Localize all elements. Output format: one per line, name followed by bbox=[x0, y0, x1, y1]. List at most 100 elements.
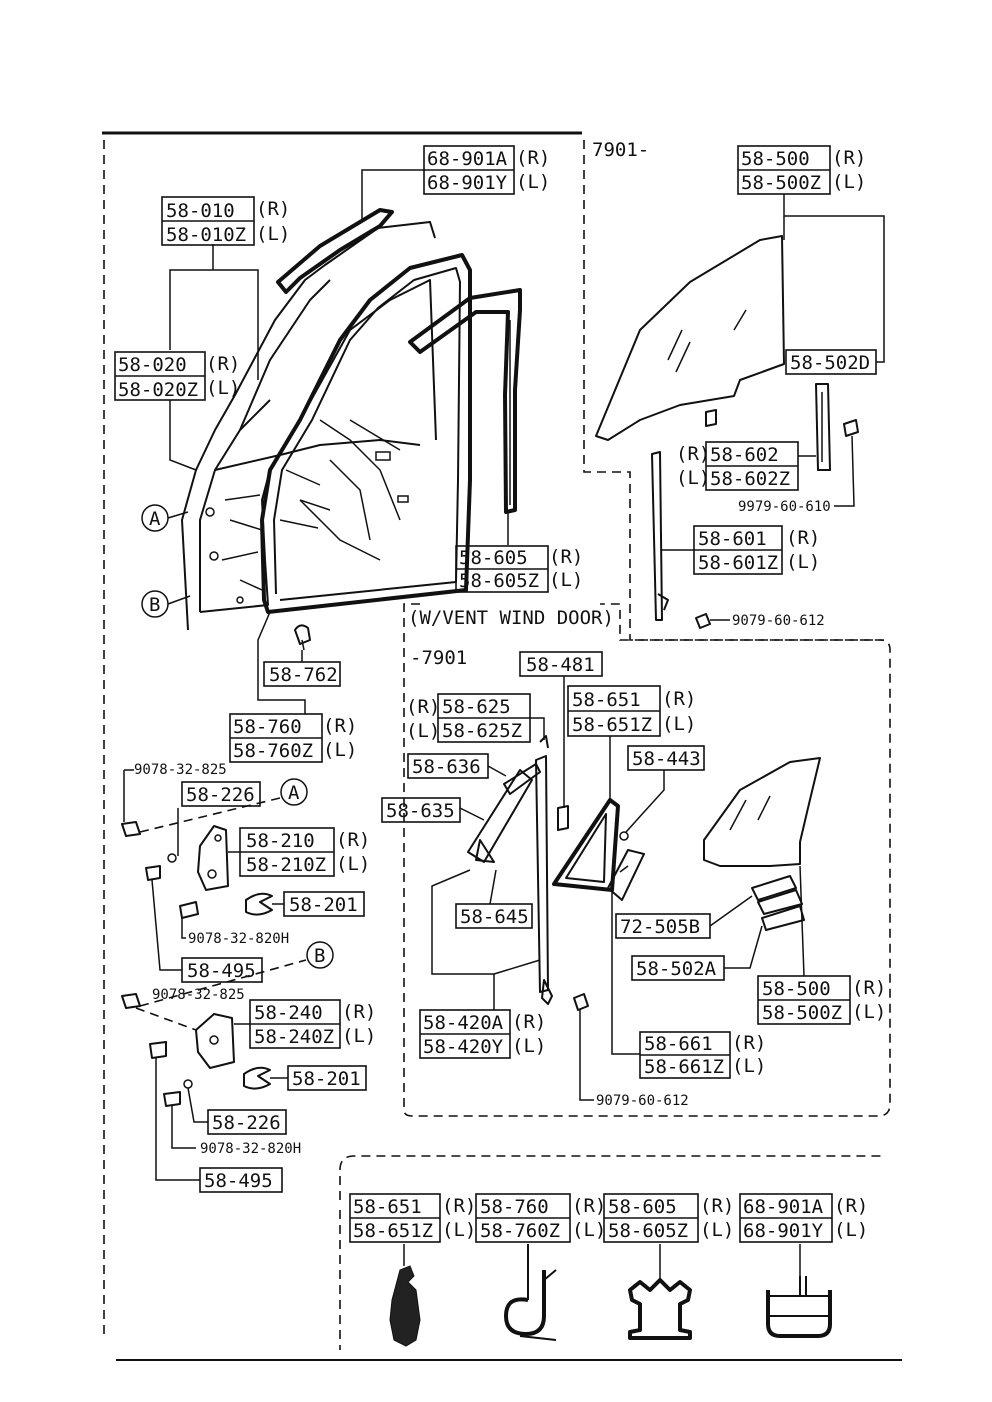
vent-glass-l: (L) bbox=[852, 1001, 886, 1023]
vent-glass-frame-lh: 58-661Z bbox=[644, 1056, 724, 1078]
hinge-upper-r: (R) bbox=[336, 829, 370, 851]
door-outer-r: (R) bbox=[256, 198, 290, 220]
leader-lower-hinge bbox=[139, 959, 307, 1007]
glass-run-rh: 58-605 bbox=[459, 547, 528, 569]
cover-lower: 58-201 bbox=[292, 1068, 361, 1090]
glass-lh: 58-500Z bbox=[741, 172, 821, 194]
leader-door-inner bbox=[169, 400, 197, 471]
sec-3-rh: 58-605 bbox=[608, 1196, 677, 1218]
section-3-profile bbox=[628, 1244, 692, 1340]
door-outer-l: (L) bbox=[256, 223, 290, 245]
vent-part-443: 58-443 bbox=[632, 748, 701, 770]
sec-1-r: (R) bbox=[442, 1195, 476, 1217]
pin-lower: 58-495 bbox=[204, 1170, 273, 1192]
door-inner-l: (L) bbox=[206, 377, 240, 399]
sec-3-r: (R) bbox=[700, 1195, 734, 1217]
washer-upper: 58-226 bbox=[186, 784, 255, 806]
sash-screw: 9079-60-612 bbox=[732, 613, 825, 629]
sec-3-l: (L) bbox=[700, 1219, 734, 1241]
glass-r: (R) bbox=[832, 147, 866, 169]
sec-4-r: (R) bbox=[834, 1195, 868, 1217]
vent-title: (W/VENT WIND DOOR) bbox=[408, 607, 614, 629]
vent-glass-frame-l: (L) bbox=[732, 1055, 766, 1077]
sec-1-rh: 58-651 bbox=[353, 1196, 422, 1218]
door-outer-rh: 58-010 bbox=[166, 200, 235, 222]
glass-run-l: (L) bbox=[549, 569, 583, 591]
leader-vent-443 bbox=[625, 770, 665, 833]
weatherstrip-l: (L) bbox=[323, 739, 357, 761]
channel-r-tag: (R) bbox=[676, 443, 710, 465]
cover-upper: 58-201 bbox=[289, 894, 358, 916]
run-channel-l: (L) bbox=[516, 171, 550, 193]
leader-lower-pin bbox=[155, 1058, 200, 1181]
vent-frame-r: (R) bbox=[662, 688, 696, 710]
leader-upper-bolt-h bbox=[181, 916, 186, 939]
glass-bracket: 58-502D bbox=[790, 352, 870, 374]
hinge-lower-lh: 58-240Z bbox=[254, 1026, 334, 1048]
glass-run-r: (R) bbox=[549, 546, 583, 568]
channel-lh: 58-602Z bbox=[710, 468, 790, 490]
marker-b: B bbox=[149, 594, 160, 616]
vent-part-635: 58-635 bbox=[386, 800, 455, 822]
leader-b bbox=[167, 595, 191, 605]
leader-vent-glass bbox=[799, 865, 805, 977]
bolt-lower-h: 9078-32-820H bbox=[200, 1141, 301, 1157]
run-channel-lh: 68-901Y bbox=[427, 172, 508, 194]
leader-lower-bolt-h bbox=[171, 1106, 196, 1149]
section-2-profile bbox=[504, 1244, 557, 1341]
sash-rh: 58-601 bbox=[698, 528, 767, 550]
sec-1-lh: 58-651Z bbox=[353, 1220, 433, 1242]
channel-screw: 9979-60-610 bbox=[738, 499, 831, 515]
glass-run-lh: 58-605Z bbox=[459, 570, 539, 592]
vent-seal-l-tag: (L) bbox=[406, 720, 440, 742]
vent-glass-frame-rh: 58-661 bbox=[644, 1033, 713, 1055]
leader-division bbox=[431, 869, 541, 1010]
hinge-upper-l: (L) bbox=[336, 853, 370, 875]
vent-glass-r: (R) bbox=[852, 977, 886, 999]
glass-l: (L) bbox=[832, 171, 866, 193]
leader-channel-screw bbox=[834, 435, 855, 507]
leader-door-outer bbox=[169, 244, 259, 380]
vent-part-505b: 72-505B bbox=[620, 916, 700, 938]
door-inner-r: (R) bbox=[206, 353, 240, 375]
upper-hinge-drawing bbox=[121, 770, 273, 919]
marker-a: A bbox=[149, 508, 161, 530]
section-1-profile bbox=[389, 1244, 421, 1347]
sec-2-lh: 58-760Z bbox=[480, 1220, 560, 1242]
section-views-border bbox=[339, 1155, 884, 1350]
channel-l-tag: (L) bbox=[676, 467, 710, 489]
vent-part-502a: 58-502A bbox=[636, 958, 717, 980]
leader-upper-pin bbox=[151, 879, 182, 971]
lower-marker-b: B bbox=[314, 945, 325, 967]
leader-vent-636 bbox=[487, 765, 507, 777]
hinge-upper-rh: 58-210 bbox=[246, 830, 315, 852]
vent-glass-frame-r: (R) bbox=[732, 1032, 766, 1054]
run-channel-rh: 68-901A bbox=[427, 148, 508, 170]
hinge-lower-rh: 58-240 bbox=[254, 1002, 323, 1024]
vent-screw: 9079-60-612 bbox=[596, 1093, 689, 1109]
weatherstrip-lh: 58-760Z bbox=[233, 740, 313, 762]
channel-rh: 58-602 bbox=[710, 444, 779, 466]
from-7901: 7901- bbox=[592, 139, 649, 161]
clip-label: 58-762 bbox=[269, 664, 338, 686]
leader-lower-washer bbox=[187, 1087, 208, 1123]
washer-lower: 58-226 bbox=[212, 1112, 281, 1134]
leader-a bbox=[167, 511, 189, 519]
sash-l: (L) bbox=[786, 551, 820, 573]
hinge-lower-l: (L) bbox=[342, 1025, 376, 1047]
sash-r: (R) bbox=[786, 527, 820, 549]
sec-4-l: (L) bbox=[834, 1219, 868, 1241]
door-glass-drawing bbox=[595, 235, 859, 629]
sec-1-l: (L) bbox=[442, 1219, 476, 1241]
vent-seal-r-tag: (R) bbox=[406, 696, 440, 718]
run-channel-r: (R) bbox=[516, 147, 550, 169]
sec-2-r: (R) bbox=[572, 1195, 606, 1217]
door-outer-lh: 58-010Z bbox=[166, 224, 246, 246]
until-7901: -7901 bbox=[410, 647, 467, 669]
hinge-lower-r: (R) bbox=[342, 1001, 376, 1023]
vent-section-border bbox=[403, 603, 891, 1117]
vent-part-481: 58-481 bbox=[526, 654, 595, 676]
vent-seal-lh: 58-625Z bbox=[442, 720, 522, 742]
bolt-upper-h: 9078-32-820H bbox=[188, 931, 289, 947]
